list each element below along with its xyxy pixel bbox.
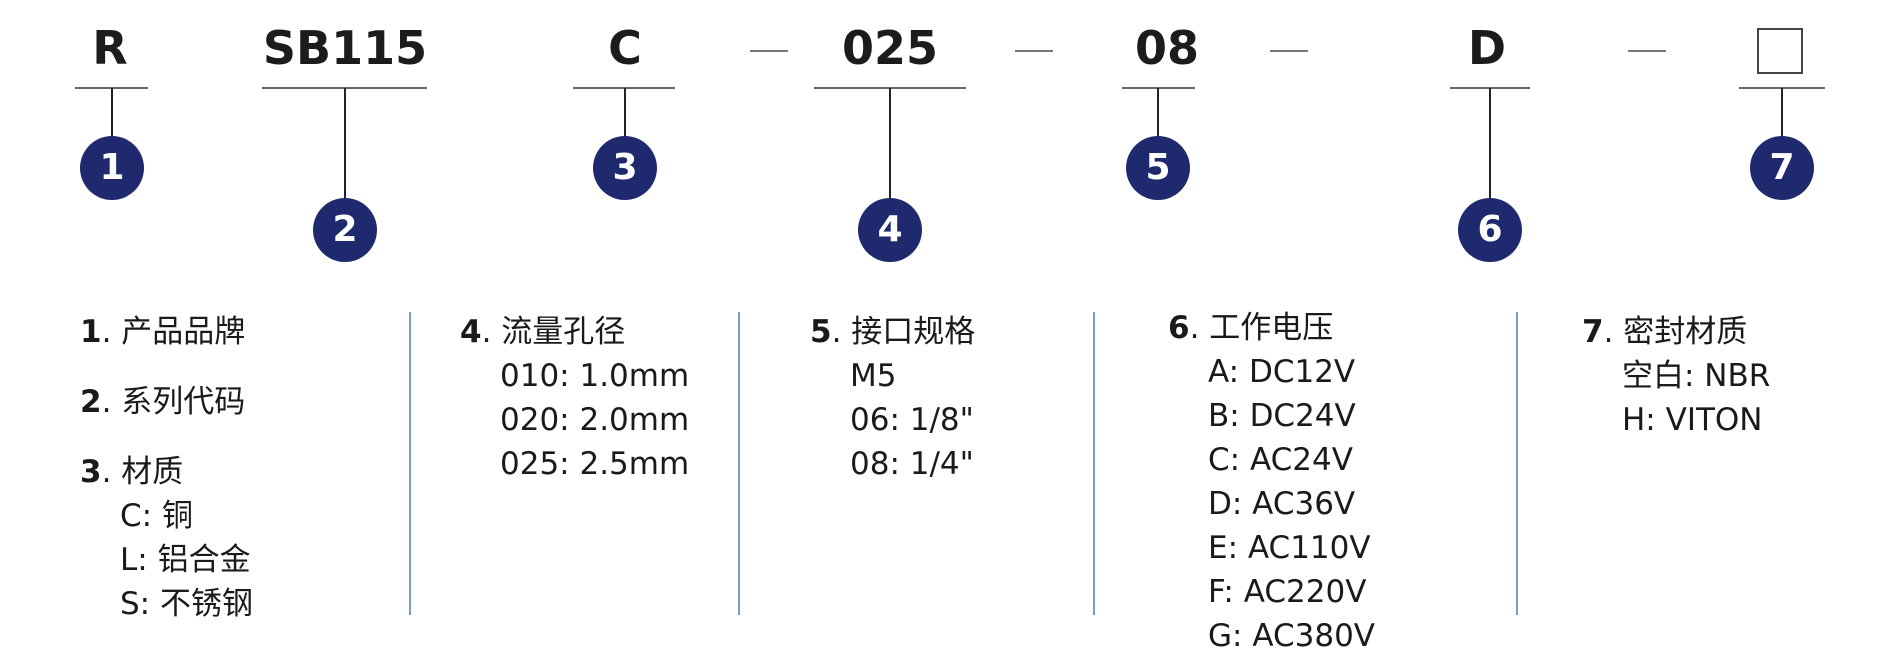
separator-dash xyxy=(1270,50,1308,52)
legend-item: H: VITON xyxy=(1622,402,1763,438)
legend-heading-voltage: 6. 工作电压 xyxy=(1168,310,1334,346)
legend-number: 1 xyxy=(80,314,102,350)
legend-item: D: AC36V xyxy=(1208,486,1356,522)
code-part-orifice: 025 xyxy=(841,21,939,75)
legend-title: 材质 xyxy=(121,454,184,490)
legend-heading-material: 3. 材质 xyxy=(80,454,184,490)
badge-6: 6 xyxy=(1458,198,1522,262)
legend-item: G: AC380V xyxy=(1208,618,1376,654)
legend-heading-orifice: 4. 流量孔径 xyxy=(460,314,626,350)
badge-7: 7 xyxy=(1750,136,1814,200)
legend-item: C: AC24V xyxy=(1208,442,1353,478)
separator-dash xyxy=(750,50,788,52)
column-divider xyxy=(409,312,411,615)
code-part-brand: R xyxy=(92,21,128,75)
legend-item: 020: 2.0mm xyxy=(500,402,690,438)
legend-item: 025: 2.5mm xyxy=(500,446,690,482)
legend-number: 6 xyxy=(1168,310,1190,346)
badge-5: 5 xyxy=(1126,136,1190,200)
code-part-material: C xyxy=(608,21,642,75)
code-part-port: 08 xyxy=(1134,21,1199,75)
connector-line xyxy=(1781,88,1783,138)
legend-col-brand-series-material: 1. 产品品牌 2. 系列代码 3. 材质 C: 铜 L: 铝合金 S: 不锈钢 xyxy=(80,310,253,626)
legend-item: L: 铝合金 xyxy=(120,542,251,578)
column-divider xyxy=(1093,312,1095,615)
connector-line xyxy=(624,88,626,138)
connector-line xyxy=(344,88,346,200)
badge-1: 1 xyxy=(80,136,144,200)
legend-item: 08: 1/4" xyxy=(850,446,974,482)
legend-title: 工作电压 xyxy=(1209,310,1334,346)
legend-title: 密封材质 xyxy=(1623,314,1748,350)
code-part-voltage: D xyxy=(1467,21,1507,75)
legend-item: F: AC220V xyxy=(1208,574,1367,610)
legend-item: A: DC12V xyxy=(1208,354,1356,390)
badge-2: 2 xyxy=(313,198,377,262)
code-part-series: SB115 xyxy=(262,21,428,75)
legend-title: 产品品牌 xyxy=(121,314,246,350)
legend-heading-series: 2. 系列代码 xyxy=(80,384,246,420)
legend-col-port: 5. 接口规格 M5 06: 1/8" 08: 1/4" xyxy=(810,310,975,486)
legend-heading-seal: 7. 密封材质 xyxy=(1582,314,1748,350)
connector-line xyxy=(889,88,891,200)
connector-line xyxy=(111,88,113,138)
legend-number: 5 xyxy=(810,314,832,350)
legend-item: E: AC110V xyxy=(1208,530,1371,566)
connector-line xyxy=(1157,88,1159,138)
legend-col-orifice: 4. 流量孔径 010: 1.0mm 020: 2.0mm 025: 2.5mm xyxy=(460,310,689,486)
legend-number: 7 xyxy=(1582,314,1604,350)
legend-title: 接口规格 xyxy=(851,314,976,350)
legend-item: 06: 1/8" xyxy=(850,402,974,438)
separator-dash xyxy=(1628,50,1666,52)
legend-number: 3 xyxy=(80,454,102,490)
column-divider xyxy=(738,312,740,615)
legend-item: 010: 1.0mm xyxy=(500,358,690,394)
legend-item: 空白: NBR xyxy=(1622,358,1771,394)
legend-item: S: 不锈钢 xyxy=(120,586,253,622)
code-part-seal-blank xyxy=(1757,28,1803,74)
separator-dash xyxy=(1015,50,1053,52)
badge-3: 3 xyxy=(593,136,657,200)
connector-line xyxy=(1489,88,1491,200)
badge-4: 4 xyxy=(858,198,922,262)
legend-number: 2 xyxy=(80,384,102,420)
legend-heading-brand: 1. 产品品牌 xyxy=(80,314,246,350)
legend-heading-port: 5. 接口规格 xyxy=(810,314,976,350)
legend-item: B: DC24V xyxy=(1208,398,1356,434)
legend-number: 4 xyxy=(460,314,482,350)
legend-item: C: 铜 xyxy=(120,498,193,534)
legend-col-voltage: 6. 工作电压 A: DC12V B: DC24V C: AC24V D: AC… xyxy=(1168,306,1375,658)
legend-title: 流量孔径 xyxy=(501,314,626,350)
legend-item: M5 xyxy=(850,358,897,394)
legend-col-seal: 7. 密封材质 空白: NBR H: VITON xyxy=(1582,310,1770,442)
legend-title: 系列代码 xyxy=(121,384,246,420)
column-divider xyxy=(1516,312,1518,615)
